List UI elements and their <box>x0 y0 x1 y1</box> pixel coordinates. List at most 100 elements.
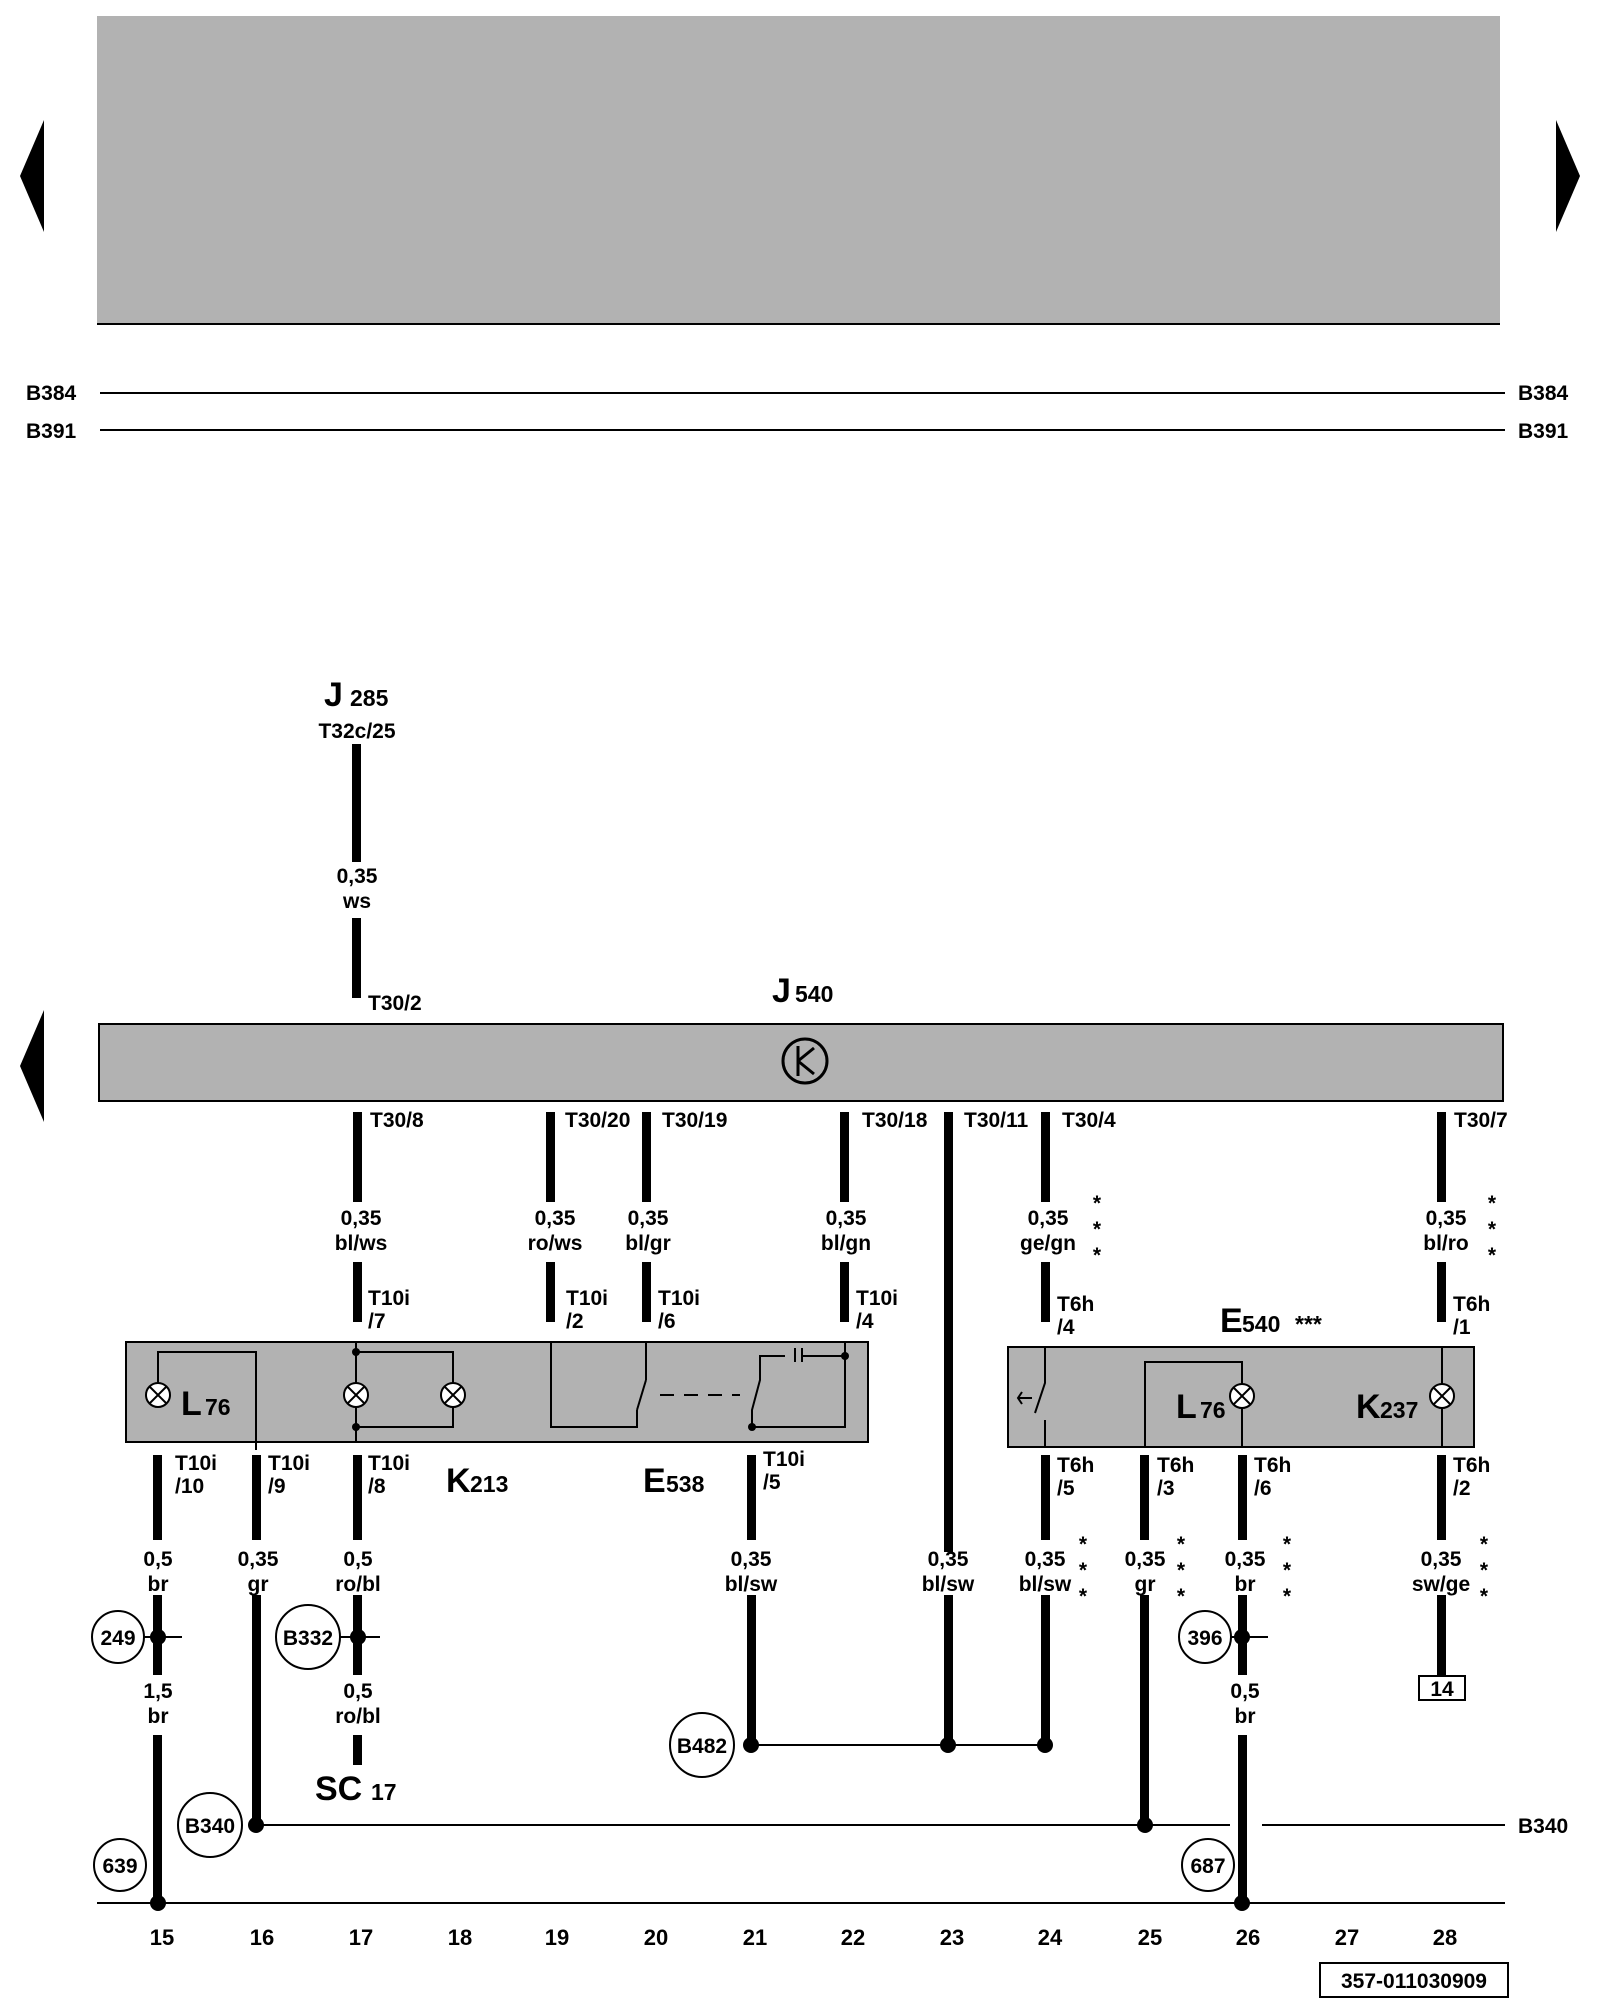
svg-text:19: 19 <box>545 1925 569 1950</box>
svg-text:24: 24 <box>1038 1925 1063 1950</box>
column-numbers: 15 16 17 18 19 20 21 22 23 24 25 26 27 2… <box>150 1925 1457 1950</box>
j540-module: J 540 <box>98 972 1504 1102</box>
svg-text:T10i: T10i <box>566 1287 608 1310</box>
svg-text:0,35: 0,35 <box>928 1548 969 1571</box>
instrument-light-switch-box: L 76 <box>125 1341 869 1450</box>
wire-size-label: 0,35 <box>337 865 378 888</box>
svg-text:22: 22 <box>841 1925 865 1950</box>
svg-text:15: 15 <box>150 1925 174 1950</box>
upper-wires <box>353 1112 1446 1552</box>
l76-right-letter: L <box>1176 1388 1197 1426</box>
svg-text:0,35: 0,35 <box>535 1207 576 1230</box>
svg-text:bl/sw: bl/sw <box>922 1573 975 1596</box>
l76-number: 76 <box>205 1394 231 1420</box>
svg-text:*: * <box>1093 1244 1102 1267</box>
svg-text:/4: /4 <box>1057 1316 1075 1339</box>
junction-b482: B482 <box>669 1712 1053 1778</box>
top-panel <box>97 16 1500 324</box>
bus-line-b391: B391 B391 <box>26 420 1569 443</box>
pin-label: T30/8 <box>370 1109 424 1132</box>
svg-text:sw/ge: sw/ge <box>1412 1573 1470 1596</box>
asterisk-marks-upper: * * * * * * <box>1093 1192 1497 1267</box>
control-unit-symbol-icon <box>781 1037 829 1085</box>
junction-249: 249 <box>91 1610 182 1664</box>
prev-section-arrow-icon[interactable] <box>20 1010 44 1122</box>
svg-text:/6: /6 <box>1254 1477 1272 1500</box>
svg-text:bl/gn: bl/gn <box>821 1232 871 1255</box>
svg-text:0,35: 0,35 <box>826 1207 867 1230</box>
svg-text:T10i: T10i <box>368 1452 410 1475</box>
svg-text:*: * <box>1177 1559 1186 1582</box>
bus-label-b391-right: B391 <box>1518 420 1569 443</box>
svg-text:ro/bl: ro/bl <box>335 1705 381 1728</box>
svg-text:T6h: T6h <box>1453 1293 1490 1316</box>
upper-wire-labels: 0,35 bl/ws 0,35 ro/ws 0,35 bl/gr 0,35 bl… <box>335 1207 1469 1255</box>
svg-text:gr: gr <box>248 1573 269 1596</box>
svg-text:0,35: 0,35 <box>1421 1548 1462 1571</box>
svg-text:T6h: T6h <box>1157 1454 1194 1477</box>
svg-text:br: br <box>1235 1573 1256 1596</box>
junction-396: 396 <box>1178 1610 1268 1664</box>
svg-text:T10i: T10i <box>175 1452 217 1475</box>
j540-letter: J <box>772 972 791 1010</box>
svg-text:ge/gn: ge/gn <box>1020 1232 1076 1255</box>
sc17-number: 17 <box>371 1779 397 1805</box>
bus-line-b340: B340 B340 <box>177 1792 1568 1858</box>
svg-text:*: * <box>1283 1559 1292 1582</box>
svg-text:28: 28 <box>1433 1925 1457 1950</box>
bus-label-b384-left: B384 <box>26 382 77 405</box>
svg-text:T6h: T6h <box>1057 1454 1094 1477</box>
document-id-box: 357-011030909 <box>1319 1962 1509 1998</box>
svg-text:br: br <box>148 1705 169 1728</box>
next-page-arrow-icon[interactable] <box>1556 120 1580 232</box>
svg-text:/6: /6 <box>658 1310 676 1333</box>
svg-text:/1: /1 <box>1453 1316 1471 1339</box>
e540-number: 540 <box>1242 1311 1280 1337</box>
svg-text:/4: /4 <box>856 1310 874 1333</box>
svg-text:/7: /7 <box>368 1310 386 1333</box>
svg-text:*: * <box>1079 1533 1088 1556</box>
bus-line-b384: B384 B384 <box>26 382 1569 405</box>
reference-box-14[interactable]: 14 <box>1418 1675 1466 1701</box>
prev-page-arrow-icon[interactable] <box>20 120 44 232</box>
e538-number: 538 <box>666 1471 705 1497</box>
svg-text:/2: /2 <box>1453 1477 1471 1500</box>
l76-right-number: 76 <box>1200 1397 1226 1423</box>
svg-text:br: br <box>148 1573 169 1596</box>
svg-text:B340: B340 <box>1518 1815 1568 1838</box>
svg-text:0,35: 0,35 <box>1125 1548 1166 1571</box>
svg-text:ro/bl: ro/bl <box>335 1573 381 1596</box>
k213-number: 213 <box>470 1471 508 1497</box>
j285-letter: J <box>324 676 343 714</box>
svg-text:687: 687 <box>1190 1855 1225 1878</box>
svg-text:0,35: 0,35 <box>1028 1207 1069 1230</box>
svg-text:/5: /5 <box>763 1471 781 1494</box>
pin-label: T30/19 <box>662 1109 727 1132</box>
upper-connector-pins: T10i /7 T10i /2 T10i /6 T10i /4 T6h /4 T… <box>368 1287 1490 1339</box>
svg-text:bl/sw: bl/sw <box>1019 1573 1072 1596</box>
svg-text:357-011030909: 357-011030909 <box>1341 1970 1487 1993</box>
svg-text:249: 249 <box>100 1627 135 1650</box>
lower-connector-pins: T10i /10 T10i /9 T10i /8 T10i /5 T6h /5 … <box>175 1448 1490 1500</box>
svg-text:*: * <box>1079 1559 1088 1582</box>
svg-text:T10i: T10i <box>763 1448 805 1471</box>
svg-text:/10: /10 <box>175 1475 204 1498</box>
switch-light-box-right <box>1007 1346 1475 1448</box>
svg-text:T6h: T6h <box>1453 1454 1490 1477</box>
svg-text:25: 25 <box>1138 1925 1162 1950</box>
svg-text:*: * <box>1283 1533 1292 1556</box>
svg-text:/3: /3 <box>1157 1477 1175 1500</box>
wire-color-label: ws <box>342 890 371 913</box>
svg-text:21: 21 <box>743 1925 767 1950</box>
svg-text:br: br <box>1235 1705 1256 1728</box>
svg-text:/9: /9 <box>268 1475 286 1498</box>
pin-label: T30/18 <box>862 1109 928 1132</box>
svg-text:27: 27 <box>1335 1925 1359 1950</box>
svg-text:T10i: T10i <box>658 1287 700 1310</box>
sc17-letter: SC <box>315 1770 362 1808</box>
l76-letter: L <box>181 1385 202 1423</box>
svg-text:bl/ro: bl/ro <box>1423 1232 1469 1255</box>
svg-text:*: * <box>1488 1192 1497 1215</box>
svg-text:14: 14 <box>1430 1678 1454 1701</box>
